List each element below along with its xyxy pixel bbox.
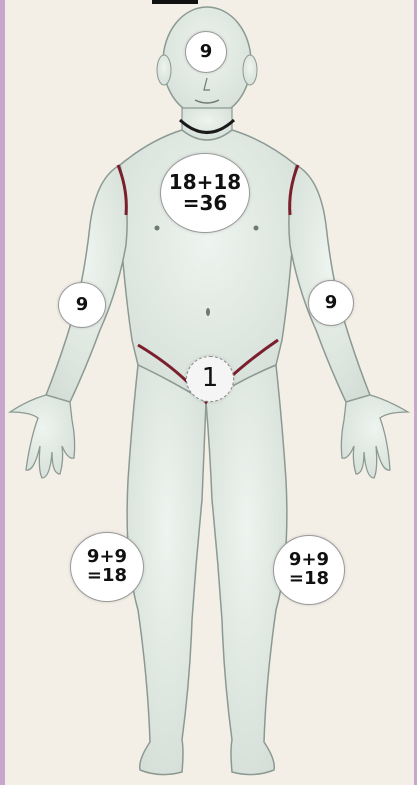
navel <box>206 308 210 316</box>
left-leg-percentage-label: 9+9 =18 <box>70 532 144 602</box>
head-percentage-label: 9 <box>185 31 227 73</box>
right-hand-shape <box>341 395 408 478</box>
left-ear <box>157 55 171 85</box>
trunk-percentage-label: 18+18 =36 <box>160 153 250 233</box>
right-leg-percentage-label: 9+9 =18 <box>273 535 345 605</box>
groin-percentage-label: 1 <box>186 356 234 402</box>
left-hand-shape <box>10 395 75 478</box>
left-nipple <box>155 226 160 231</box>
right-arm-percentage-label: 9 <box>308 280 354 326</box>
right-ear <box>243 55 257 85</box>
left-arm-percentage-label: 9 <box>58 282 106 328</box>
right-nipple <box>254 226 259 231</box>
